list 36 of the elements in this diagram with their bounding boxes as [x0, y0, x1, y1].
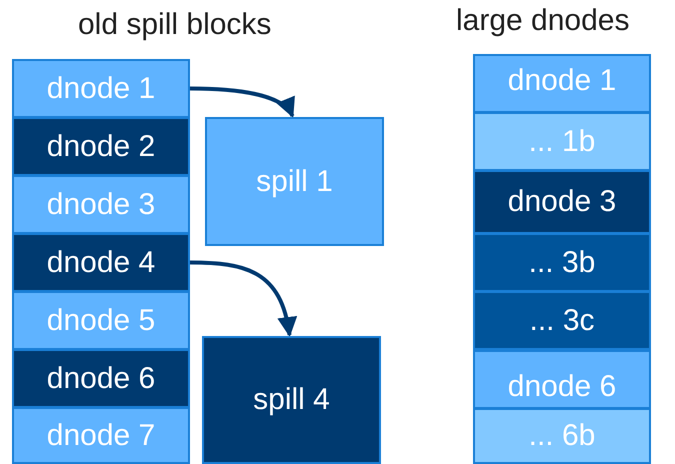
dnode-block	[473, 54, 651, 113]
block-label: dnode 6	[508, 370, 616, 404]
dnode-block	[12, 349, 190, 408]
dnode-block	[12, 291, 190, 350]
block-label: spill 1	[256, 164, 333, 198]
dnode-block	[473, 112, 651, 171]
dnode-block	[12, 175, 190, 234]
block-label: dnode 5	[46, 304, 156, 338]
column-heading: large dnodes	[456, 4, 630, 38]
dnode-block	[473, 408, 651, 464]
block-label: dnode 6	[46, 362, 156, 396]
block-label: ... 3c	[529, 304, 595, 338]
curved-arrow	[190, 260, 296, 337]
block-label: ... 3b	[528, 246, 596, 280]
block-label: dnode 7	[46, 418, 156, 452]
block-label: dnode 4	[46, 246, 156, 280]
block-label: dnode 2	[46, 130, 156, 164]
block-label: dnode 1	[46, 72, 156, 106]
dnode-block	[473, 170, 651, 234]
spill-block	[202, 336, 381, 464]
block-label: dnode 3	[508, 185, 616, 219]
dnode-block	[473, 350, 651, 409]
dnode-block	[473, 291, 651, 350]
block-label: ... 6b	[528, 419, 596, 453]
spill-block	[205, 117, 384, 246]
block-label: ... 1b	[528, 124, 596, 158]
curved-arrow	[190, 86, 294, 118]
column-heading: old spill blocks	[78, 8, 272, 42]
block-label: dnode 3	[46, 188, 156, 222]
block-label: dnode 1	[508, 64, 616, 98]
dnode-block	[473, 233, 651, 292]
dnode-block	[12, 407, 190, 464]
block-label: spill 4	[253, 383, 330, 417]
dnode-block	[12, 59, 190, 118]
dnode-block	[12, 233, 190, 292]
dnode-block	[12, 117, 190, 176]
